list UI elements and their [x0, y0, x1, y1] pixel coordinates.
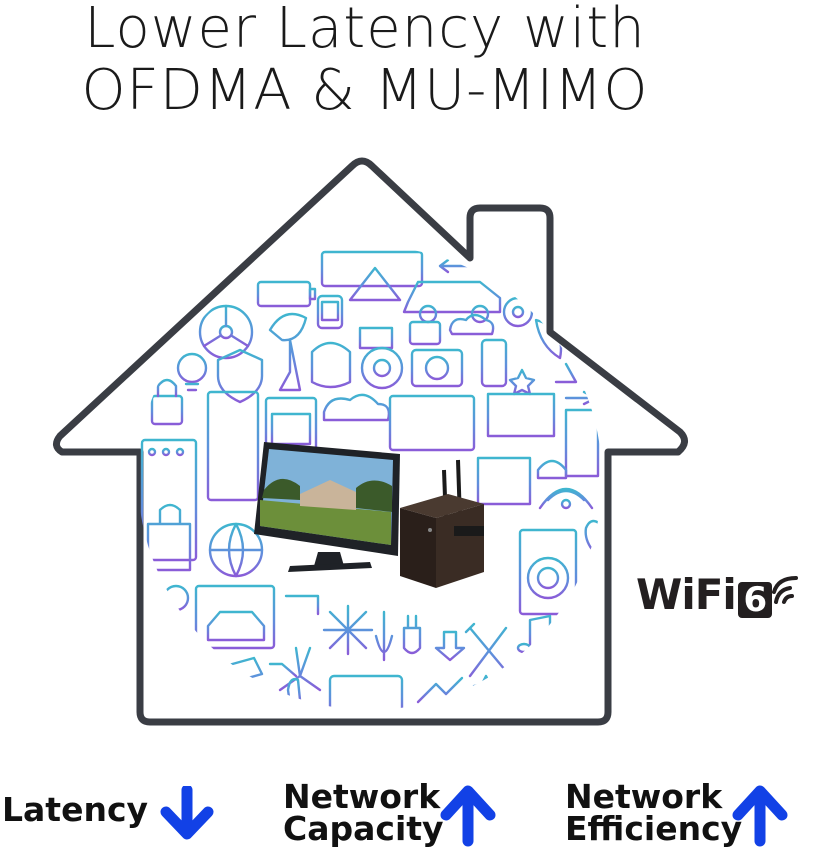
metric-capacity-line2: Capacity: [283, 809, 444, 848]
arrow-up-icon: [732, 785, 788, 847]
metric-network-capacity: Network Capacity: [283, 777, 444, 848]
headline-line-2: OFDMA & MU-MIMO: [81, 58, 649, 123]
house-outline: [53, 157, 688, 726]
metric-latency: Latency: [2, 793, 148, 826]
metric-capacity-line1: Network: [283, 777, 441, 816]
metric-efficiency-line1: Network: [565, 777, 723, 816]
metric-efficiency-line2: Efficiency: [565, 809, 743, 848]
router-device-image: [400, 459, 484, 588]
metric-latency-label: Latency: [2, 790, 149, 829]
arrow-down-icon: [160, 786, 214, 840]
wifi6-logo-text: WiFi: [636, 570, 737, 619]
metric-network-efficiency: Network Efficiency: [565, 777, 743, 848]
wifi6-logo-number: 6: [737, 582, 772, 618]
monitor-image: [254, 442, 400, 572]
headline-line-1: Lower Latency with: [84, 0, 646, 61]
arrow-up-icon: [440, 785, 496, 847]
wifi-signal-icon: [772, 576, 798, 604]
house-illustration: [53, 157, 688, 726]
